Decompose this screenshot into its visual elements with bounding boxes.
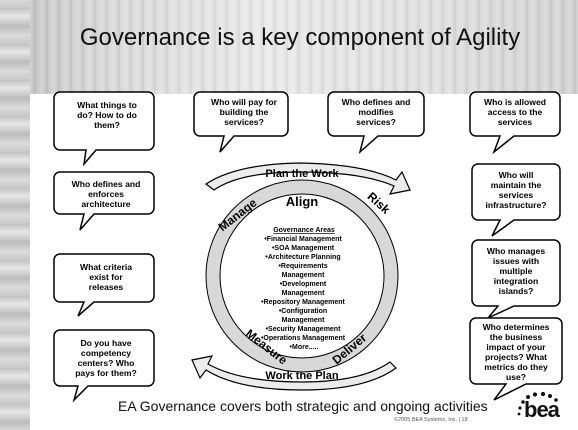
- governance-area-item: •Requirements: [278, 263, 327, 270]
- inner-circle: [219, 193, 385, 359]
- governance-area-item: •Security Management: [266, 326, 341, 333]
- bea-logo: bea: [512, 392, 568, 424]
- bubble-text-line: centers? Who: [78, 358, 135, 368]
- bubble-text-line: Who is allowed: [484, 97, 546, 107]
- bubble-text-line: Who defines and: [72, 179, 141, 189]
- governance-area-item: •Configuration: [279, 308, 327, 315]
- bubble-text-line: multiple: [500, 266, 533, 276]
- governance-area-item: •SOA Management: [272, 245, 335, 252]
- bubble-text-line: issues with: [493, 256, 539, 266]
- footer-text: EA Governance covers both strategic and …: [118, 398, 488, 414]
- header-texture: [0, 0, 578, 94]
- bubble-text-line: modifies: [358, 107, 394, 117]
- bubble-text-line: projects? What: [485, 352, 547, 362]
- governance-area-item: Management: [282, 290, 325, 297]
- plan-the-work-arrow: Plan the Work: [204, 162, 411, 195]
- left-texture: [0, 0, 30, 430]
- bubble-text-line: services?: [224, 117, 264, 127]
- governance-area-item: •Repository Management: [261, 299, 345, 306]
- bubble-text-line: What criteria: [80, 262, 132, 272]
- slide-title: Governance is a key component of Agility: [79, 24, 521, 51]
- governance-area-item: •Architecture Planning: [265, 254, 340, 261]
- work-the-plan-arrow: Work the Plan: [191, 355, 397, 391]
- bubble-text-line: Who determines: [483, 322, 550, 332]
- bubble-text-line: building the: [220, 107, 269, 117]
- work-the-plan-label: Work the Plan: [265, 370, 338, 382]
- governance-area-item: •Development: [280, 281, 327, 288]
- align-label: Align: [286, 194, 319, 209]
- bubble-text-line: Do you have: [80, 338, 131, 348]
- bubble-text-line: architecture: [81, 199, 130, 209]
- bubble-text-line: What things to: [77, 100, 137, 110]
- bubble-text-line: services?: [356, 117, 396, 127]
- bubble-text-line: services: [498, 117, 533, 127]
- bubble-text-line: Who manages: [487, 246, 545, 256]
- bubble-text-line: competency: [81, 348, 131, 358]
- plan-the-work-label: Plan the Work: [265, 168, 339, 180]
- bubble-text-line: Who will pay for: [211, 97, 278, 107]
- governance-area-item: Management: [282, 272, 325, 279]
- bubble-text-line: maintain the: [491, 180, 542, 190]
- bubble-text-line: metrics do they: [484, 362, 548, 372]
- copyright-text: ©2005 BEA Systems, Inc. | 18: [394, 417, 468, 423]
- bubble-text-line: impact of your: [486, 342, 546, 352]
- bubble-text-line: services: [499, 190, 534, 200]
- bubble-text-line: islands?: [499, 286, 534, 296]
- bubble-text-line: do? How to do: [77, 110, 137, 120]
- bea-logo-dots-icon: [517, 392, 558, 416]
- governance-areas-list: •Financial Management •SOA Management •A…: [261, 236, 347, 351]
- bubble-text-line: the business: [490, 332, 543, 342]
- bubble-text-line: Who defines and: [342, 97, 411, 107]
- governance-area-item: •Financial Management: [264, 236, 342, 243]
- governance-area-item: •More.....: [290, 344, 319, 351]
- bubble-text-line: use?: [506, 372, 526, 382]
- bubble-text-line: integration: [494, 276, 538, 286]
- bubble-text-line: pays for them?: [75, 368, 137, 378]
- bubble-text-line: them?: [94, 120, 120, 130]
- bubble-text-line: releases: [89, 282, 124, 292]
- bubble-text-line: enforces: [88, 189, 124, 199]
- bubble-text-line: exist for: [89, 272, 123, 282]
- bubble-text-line: infrastructure?: [485, 200, 546, 210]
- bubble-text-line: Who will: [499, 170, 534, 180]
- bubble-text-line: access to the: [488, 107, 543, 117]
- governance-area-item: Management: [282, 317, 325, 324]
- governance-area-item: •Operations Management: [261, 335, 346, 342]
- governance-areas-heading: Governance Areas: [273, 227, 335, 234]
- bea-logo-text: bea: [524, 397, 560, 422]
